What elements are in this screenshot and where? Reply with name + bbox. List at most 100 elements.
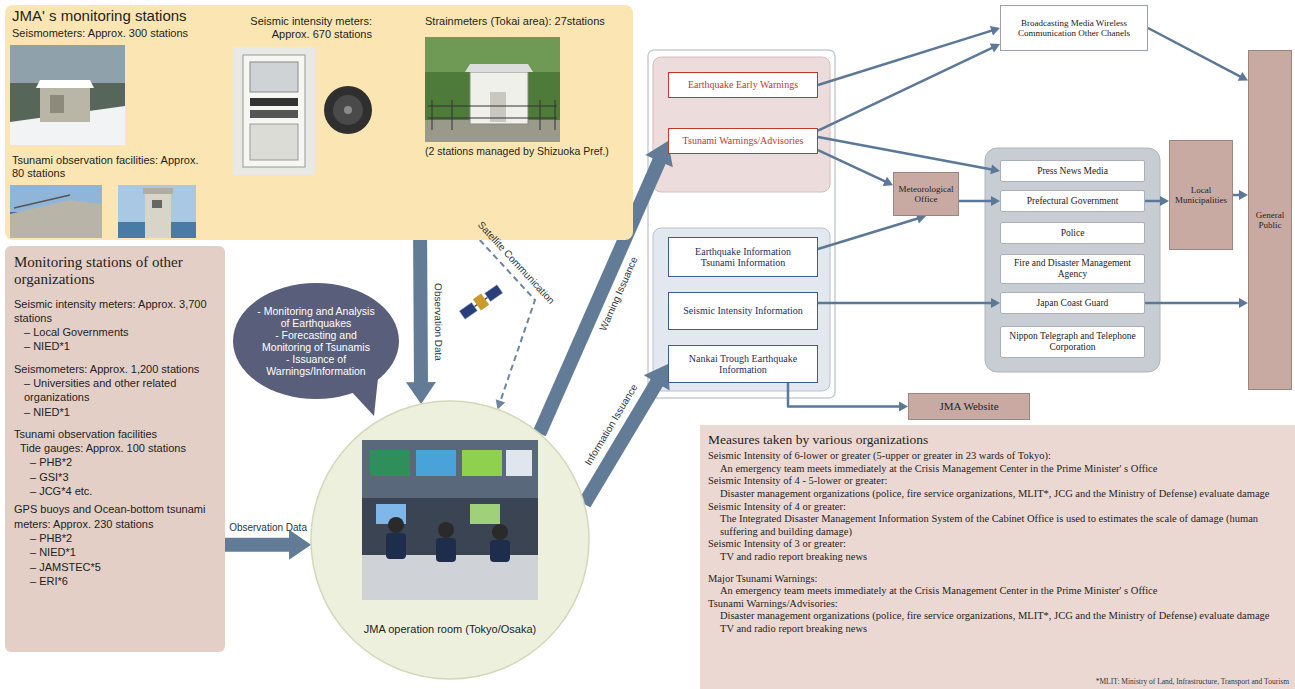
edge-label: Observation Data <box>229 522 307 534</box>
text-stack: JMA operation room (Tokyo/Osaka) <box>340 623 560 636</box>
measure-condition: Seismic Intensity of 4 or greater: <box>708 501 1285 514</box>
measure-detail: TV and radio report breaking news <box>720 551 1285 564</box>
edge-label-anchor: Satellite Communication <box>475 219 557 306</box>
station-label: – ERI*6 <box>30 574 217 588</box>
connector-line <box>818 137 993 170</box>
arrow-head <box>1238 72 1248 81</box>
arrow-head <box>496 399 505 409</box>
box-label: JMA Website <box>912 400 1026 413</box>
website-box: JMA Website <box>908 393 1030 420</box>
station-label: Tsunami observation facilities <box>14 427 217 441</box>
box-label: Broadcasting Media Wireless Communicatio… <box>1004 18 1144 39</box>
text-stack: - Monitoring and Analysis of Earthquakes… <box>254 282 378 400</box>
circle-fill <box>311 401 589 679</box>
text-stack: General Public <box>1249 51 1291 389</box>
measure-detail: Disaster management organizations (polic… <box>720 610 1285 623</box>
connector <box>788 383 908 412</box>
text-stack: Seismic Intensity Information <box>669 293 817 329</box>
station-label: – Universities and other related organiz… <box>24 376 217 405</box>
arrow-head <box>990 26 1000 36</box>
connector-line <box>1145 302 1241 305</box>
public-box: General Public <box>1248 50 1292 390</box>
arrow-head <box>1160 196 1169 206</box>
station-label: (2 stations managed by Shizuoka Pref.) <box>425 145 630 158</box>
text-anchor: Seismometers: Approx. 300 stations <box>12 27 232 40</box>
box-label: Police <box>1004 228 1141 239</box>
station-label: – NIED*1 <box>24 339 217 353</box>
measure-detail: Disaster management organizations (polic… <box>720 488 1285 501</box>
station-label: Tide gauges: Approx. 100 stations <box>20 441 217 455</box>
measure-condition: Seismic Intensity of 6-lower or greater … <box>708 450 1285 463</box>
station-label: Strainmeters (Tokai area): 27stations <box>425 15 630 28</box>
intensity-meter-photo <box>233 47 372 175</box>
warning-box: Tsunami Warnings/Advisories <box>668 128 818 154</box>
box-label: Press News Media <box>1004 166 1141 177</box>
box-label: Nankai Trough Earthquake Information <box>672 353 814 376</box>
measure-detail: An emergency team meets immediately at t… <box>720 463 1285 476</box>
text-stack: Fire and Disaster Management Agency <box>1001 255 1144 283</box>
text-stack: Broadcasting Media Wireless Communicatio… <box>1001 6 1147 50</box>
arrow-head <box>990 43 1000 52</box>
operation-room-photo <box>362 440 538 600</box>
edge-label: Observation Data <box>431 283 443 361</box>
connector <box>818 298 1000 308</box>
measure-condition: Seismic Intensity of 3 or greater: <box>708 538 1285 551</box>
text-stack: Earthquake InformationTsunami Informatio… <box>669 238 817 276</box>
box-label: Tsunami Information <box>672 257 814 269</box>
text-anchor: Strainmeters (Tokai area): 27stations <box>425 15 630 28</box>
task-bubble: - Monitoring and Analysis of Earthquakes… <box>232 282 400 400</box>
station-label: Seismometers: Approx. 1,200 stations <box>14 362 217 376</box>
text-stack: Meteorological Office <box>894 173 958 215</box>
connector <box>1148 28 1248 81</box>
task-text: - Monitoring and Analysis of Earthquakes <box>254 305 378 329</box>
tsunami-meter-photo <box>118 185 196 238</box>
arrow-head <box>899 402 908 412</box>
municipality-box: Local Municipalities <box>1169 140 1233 250</box>
connector <box>818 150 893 186</box>
edge-label: Information Issuance <box>583 382 641 468</box>
tide-gauge-photo <box>10 185 102 238</box>
station-label: GPS buoys and Ocean-bottom tsunami meter… <box>14 502 217 531</box>
panel-heading: Monitoring stations of other organizatio… <box>14 254 217 289</box>
station-label: Seismometers: Approx. 300 stations <box>12 27 232 40</box>
measure-condition: Seismic Intensity of 4 - 5-lower or grea… <box>708 475 1285 488</box>
measure-detail: The Integrated Disaster Management Infor… <box>720 513 1285 538</box>
connector <box>818 26 1000 85</box>
edge-label: Warning Issuance <box>598 255 641 333</box>
information-box: Nankai Trough Earthquake Information <box>668 345 818 383</box>
connector <box>1145 298 1248 308</box>
connector <box>818 43 1000 130</box>
strainmeter-photo <box>425 37 560 142</box>
text-stack: Police <box>1001 223 1144 243</box>
text-stack: Nippon Telegraph and Telephone Corporati… <box>1001 327 1144 357</box>
connector <box>959 196 1000 206</box>
measures-panel: Measures taken by various organizationsS… <box>700 425 1295 689</box>
connector-line <box>225 538 291 552</box>
arrow-head <box>1239 190 1248 200</box>
connector <box>225 530 311 560</box>
edge-label-anchor: Observation Data <box>431 283 443 361</box>
connector-line <box>413 240 428 384</box>
box-label: Meteorological Office <box>897 184 955 205</box>
connector <box>818 214 926 249</box>
warning-group <box>653 57 830 192</box>
station-label: – JCG*4 etc. <box>30 484 217 498</box>
edge-label-anchor: Warning Issuance <box>598 255 641 333</box>
box-label: Japan Coast Guard <box>1004 298 1141 309</box>
edge-label-anchor: Observation Data <box>229 522 307 534</box>
organization-group <box>985 148 1160 372</box>
connector <box>406 240 436 404</box>
text-stack: Tsunami Warnings/Advisories <box>669 129 817 153</box>
box-label: Seismic Intensity Information <box>672 305 814 317</box>
box-label: Earthquake Information <box>672 246 814 258</box>
arrow-head <box>1239 298 1248 308</box>
connector-line <box>959 200 993 203</box>
station-label: – Local Governments <box>24 325 217 339</box>
connector-line <box>480 240 535 403</box>
text-anchor: (2 stations managed by Shizuoka Pref.) <box>425 145 630 158</box>
station-label: – PHB*2 <box>30 531 217 545</box>
organization-box: Prefectural Government <box>1000 190 1145 212</box>
station-label: – JAMSTEC*5 <box>30 560 217 574</box>
information-box: Seismic Intensity Information <box>668 292 818 330</box>
arrow-head <box>883 177 893 186</box>
